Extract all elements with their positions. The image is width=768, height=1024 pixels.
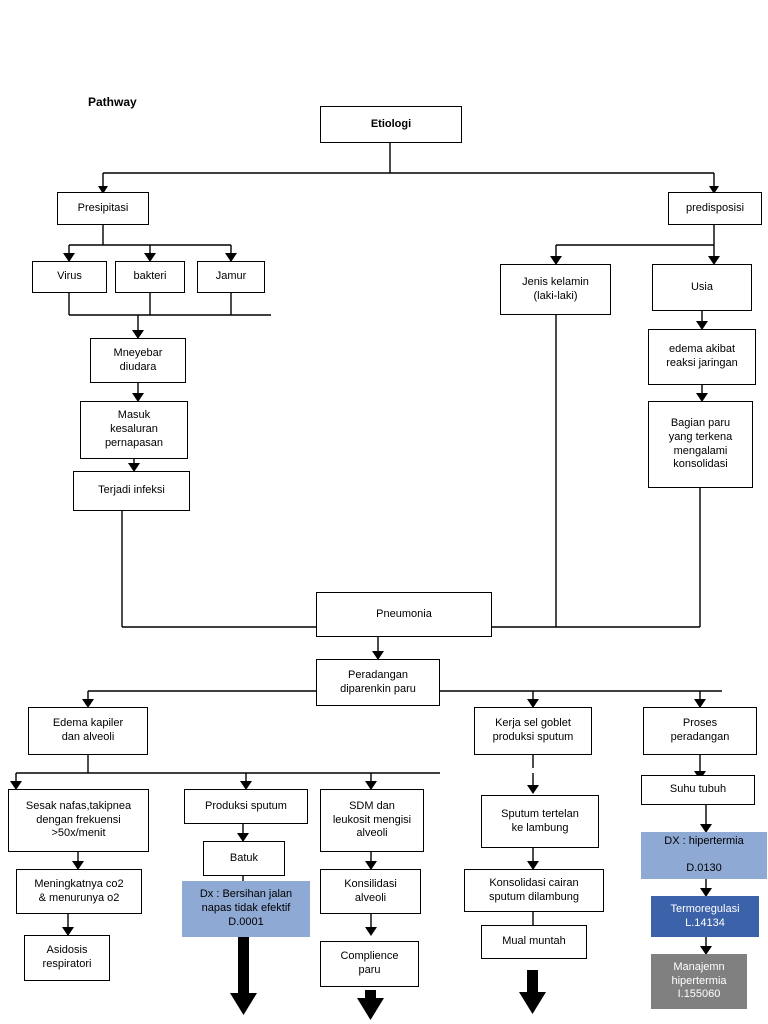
node-meningkatnya-co2[interactable]: Meningkatnya co2 & menurunya o2 (16, 869, 142, 914)
node-menyebar-diudara[interactable]: Mneyebar diudara (90, 338, 186, 383)
node-mual-muntah[interactable]: Mual muntah (481, 925, 587, 959)
node-peradangan-parenkim[interactable]: Peradangan diparenkin paru (316, 659, 440, 706)
node-complience-paru[interactable]: Complience paru (320, 941, 419, 987)
node-predisposisi[interactable]: predisposisi (668, 192, 762, 225)
node-produksi-sputum[interactable]: Produksi sputum (184, 789, 308, 824)
node-jamur[interactable]: Jamur (197, 261, 265, 293)
node-bakteri[interactable]: bakteri (115, 261, 185, 293)
node-edema-kapiler[interactable]: Edema kapiler dan alveoli (28, 707, 148, 755)
diagram-title: Pathway (88, 95, 137, 109)
node-suhu-tubuh[interactable]: Suhu tubuh (641, 775, 755, 805)
node-asidosis[interactable]: Asidosis respiratori (24, 935, 110, 981)
node-proses-peradangan[interactable]: Proses peradangan (643, 707, 757, 755)
node-dx-bersihan[interactable]: Dx : Bersihan jalan napas tidak efektif … (182, 881, 310, 937)
node-sputum-tertelan[interactable]: Sputum tertelan ke lambung (481, 795, 599, 848)
node-sesak-nafas[interactable]: Sesak nafas,takipnea dengan frekuensi >5… (8, 789, 149, 852)
node-konsolidasi-cairan[interactable]: Konsolidasi cairan sputum dilambung (464, 869, 604, 912)
node-edema-akibat-reaksi-jaringan[interactable]: edema akibat reaksi jaringan (648, 329, 756, 385)
node-termoregulasi[interactable]: Termoregulasi L.14134 (651, 896, 759, 937)
node-presipitasi[interactable]: Presipitasi (57, 192, 149, 225)
node-jenis-kelamin[interactable]: Jenis kelamin (laki-laki) (500, 264, 611, 315)
node-masuk-kesaluran-pernapasan[interactable]: Masuk kesaluran pernapasan (80, 401, 188, 459)
node-pneumonia[interactable]: Pneumonia (316, 592, 492, 637)
node-sdm-leukosit[interactable]: SDM dan leukosit mengisi alveoli (320, 789, 424, 852)
node-manajemen-hipertermia[interactable]: Manajemn hipertermia I.155060 (651, 954, 747, 1009)
node-virus[interactable]: Virus (32, 261, 107, 293)
node-kerja-sel-goblet[interactable]: Kerja sel goblet produksi sputum (474, 707, 592, 755)
node-etiologi[interactable]: Etiologi (320, 106, 462, 143)
node-batuk[interactable]: Batuk (203, 841, 285, 876)
node-terjadi-infeksi[interactable]: Terjadi infeksi (73, 471, 190, 511)
node-bagian-paru[interactable]: Bagian paru yang terkena mengalami konso… (648, 401, 753, 488)
node-konsilidasi-alveoli[interactable]: Konsilidasi alveoli (320, 869, 421, 914)
node-usia[interactable]: Usia (652, 264, 752, 311)
node-dx-hipertermia[interactable]: DX : hipertermia D.0130 (641, 832, 767, 879)
